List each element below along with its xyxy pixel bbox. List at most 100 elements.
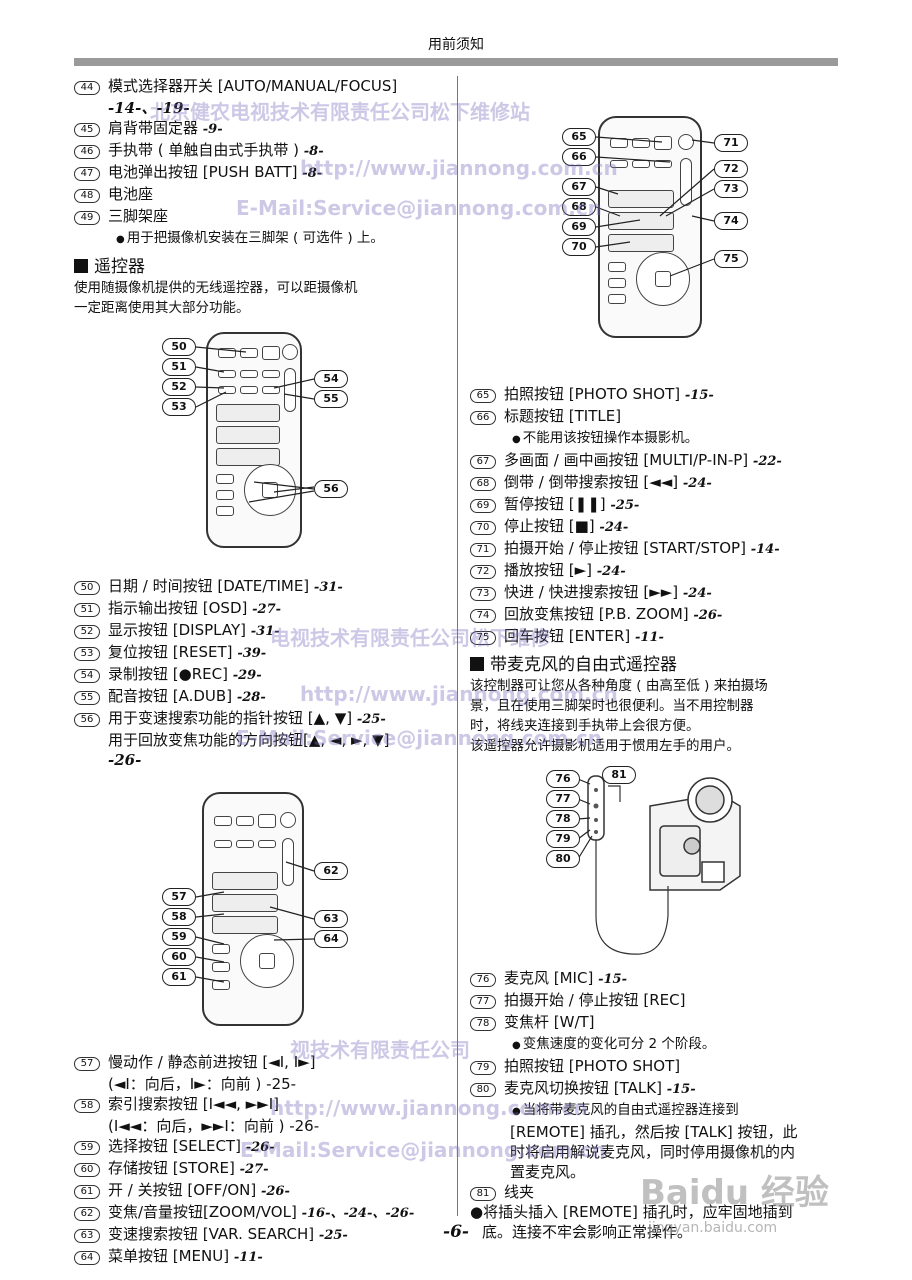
watermark-web: http://www.jiannong.com.cn: [300, 682, 618, 706]
callout: 63: [314, 910, 348, 928]
item-page-ref: -29-: [232, 668, 262, 683]
remote-section-heading: 遥控器: [94, 257, 145, 277]
item-page-ref: -26-: [260, 1184, 290, 1199]
item-text: 显示按钮 [DISPLAY]: [108, 621, 251, 639]
item-text: 回车按钮 [ENTER]: [504, 627, 636, 645]
item-text: 手执带 ( 单触自由式手执带 ): [108, 141, 304, 159]
callout: 70: [562, 238, 596, 256]
mic-section-heading: 带麦克风的自由式遥控器: [490, 655, 677, 675]
item-number: 57: [74, 1057, 100, 1071]
callout: 55: [314, 390, 348, 408]
item-text: 三脚架座: [108, 207, 169, 225]
item-text: 拍照按钮 [PHOTO SHOT]: [504, 1057, 681, 1075]
item-text: 复位按钮 [RESET]: [108, 643, 238, 661]
section-square-icon: [470, 657, 484, 671]
item-number: 49: [74, 211, 100, 225]
list-item: 54 录制按钮 [●REC] -29-: [74, 664, 446, 686]
callout: 54: [314, 370, 348, 388]
item-page-ref: -31-: [313, 580, 343, 595]
item-number: 54: [74, 669, 100, 683]
watermark-email: E-Mail:Service@jiannong.com.cn: [240, 1138, 606, 1162]
item-page-ref: -28-: [236, 690, 266, 705]
item-number: 73: [470, 587, 496, 601]
item-page-ref: -11-: [233, 1250, 263, 1265]
item-text: 电池座: [108, 185, 154, 203]
watermark-company: 北京健农电视技术有限责任公司松下维修站: [150, 100, 530, 124]
remote-diagram-2: 57 58 59 60 61 62 63 64: [74, 792, 446, 1052]
item-text: 线夹: [504, 1183, 535, 1201]
item-number: 70: [470, 521, 496, 535]
item-number: 58: [74, 1099, 100, 1113]
item-number: 71: [470, 543, 496, 557]
item58-cont: (I◄◄：向后，►►I：向前 ) -26-: [108, 1117, 320, 1135]
callout: 61: [162, 968, 196, 986]
item-number: 67: [470, 455, 496, 469]
list-item: 49 三脚架座: [74, 206, 446, 228]
callout: 53: [162, 398, 196, 416]
leader-lines: [195, 861, 315, 983]
item-number: 81: [470, 1187, 496, 1201]
item80-note-4: 置麦克风。: [510, 1163, 586, 1181]
item-page-ref: -11-: [635, 630, 664, 645]
item-text: 拍照按钮 [PHOTO SHOT]: [504, 385, 685, 403]
item-page-ref: -15-: [666, 1082, 696, 1097]
item-number: 74: [470, 609, 496, 623]
item66-note: 不能用该按钮操作本摄影机。: [470, 428, 842, 450]
item-text: 停止按钮 [■]: [504, 517, 600, 535]
item-text: 开 / 关按钮 [OFF/ON]: [108, 1181, 261, 1199]
item-text: 肩背带固定器: [108, 119, 203, 137]
callout: 62: [314, 862, 348, 880]
item80-note-1: 当将带麦克风的自由式遥控器连接到: [470, 1100, 842, 1122]
item-text: 录制按钮 [●REC]: [108, 665, 233, 683]
item80-note-2: [REMOTE] 插孔，然后按 [TALK] 按钮，此: [510, 1123, 798, 1141]
item-text: 配音按钮 [A.DUB]: [108, 687, 237, 705]
callout: 78: [546, 810, 580, 828]
remote-diagram-1: 50 51 52 53 54 55 56: [74, 332, 446, 576]
item44-cont: -14-、-19-: [108, 99, 190, 117]
item-number: 50: [74, 581, 100, 595]
callout: 64: [314, 930, 348, 948]
item-page-ref: -25-: [356, 712, 386, 727]
header-bar: [74, 58, 838, 66]
item-text: 拍摄开始 / 停止按钮 [START/STOP]: [504, 539, 751, 557]
callout: 74: [714, 212, 748, 230]
callout: 76: [546, 770, 580, 788]
item-page-ref: -24-: [682, 476, 712, 491]
item-number: 56: [74, 713, 100, 727]
watermark-web: http://www.jiannong.com.cn: [300, 156, 618, 180]
final-note-1: ●将插头插入 [REMOTE] 插孔时，应牢固地插到: [470, 1203, 793, 1221]
callout: 56: [314, 480, 348, 498]
watermark-partial: 视技术有限责任公司: [290, 1038, 470, 1062]
remote-desc-2: 一定距离使用其大部分功能。: [74, 300, 250, 316]
item78-note: 变焦速度的变化可分 2 个阶段。: [470, 1034, 842, 1056]
callout: 71: [714, 134, 748, 152]
remote-desc-1: 使用随摄像机提供的无线遥控器，可以距摄像机: [74, 280, 358, 296]
item-text: 菜单按钮 [MENU]: [108, 1247, 234, 1265]
item-page-ref: -27-: [239, 1162, 269, 1177]
item-text: 快进 / 快进搜索按钮 [►►]: [504, 583, 683, 601]
remote-section-title: 遥控器: [74, 256, 446, 278]
item-number: 52: [74, 625, 100, 639]
item57-cont: (◄I：向后，I►：向前 ) -25-: [108, 1075, 297, 1093]
mic-desc-4: 该遥控器允许摄影机适用于惯用左手的用户。: [470, 738, 740, 754]
column-divider: [457, 76, 458, 1216]
callout: 67: [562, 178, 596, 196]
item80-note-3: 时将启用解说麦克风，同时停用摄像机的内: [510, 1143, 796, 1161]
mic-desc-2: 景，且在使用三脚架时也很便利。当不用控制器: [470, 698, 754, 714]
